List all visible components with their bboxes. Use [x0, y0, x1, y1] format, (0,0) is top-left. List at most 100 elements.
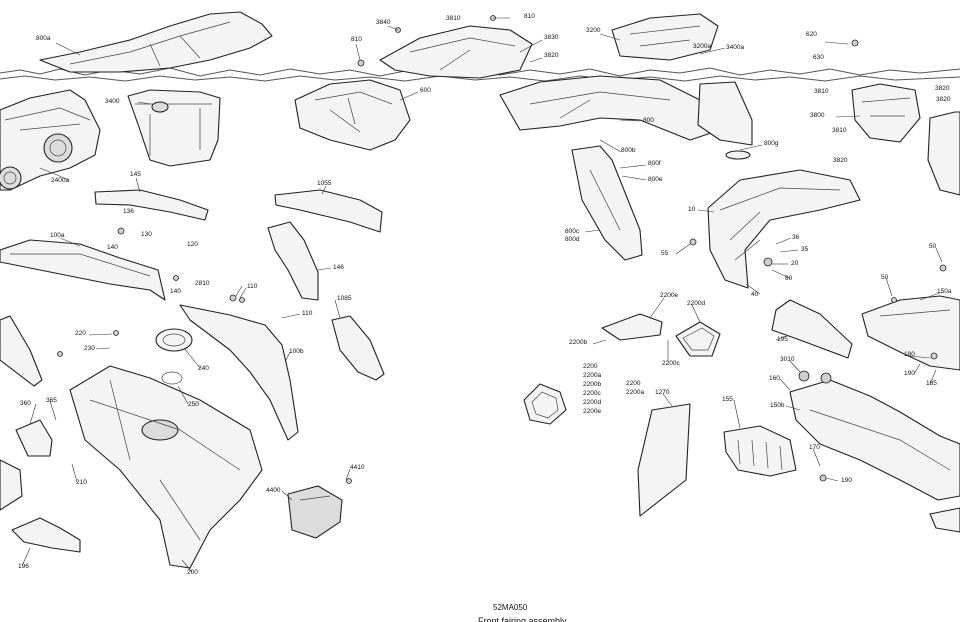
stack-item: 2200e [583, 408, 602, 415]
part-left-fragments [0, 315, 43, 511]
callout-60: 60 [785, 275, 793, 282]
callout-150b: 150b [770, 402, 785, 409]
part-2200-lower-mirror [523, 383, 567, 425]
part-155-vent [723, 425, 797, 477]
callout-146: 146 [333, 264, 344, 271]
callout-3830: 3830 [544, 34, 559, 41]
part-800c-side-bracket [571, 145, 643, 261]
callout-230: 230 [84, 345, 95, 352]
callout-3200: 3200 [586, 27, 601, 34]
callout-110: 110 [302, 310, 313, 317]
callout-810: 810 [524, 13, 535, 20]
callout-110: 110 [247, 283, 258, 290]
stack-item: 2200 [583, 363, 598, 370]
callout-160: 160 [769, 375, 780, 382]
part-1270-windscreen-panel [637, 403, 691, 517]
callout-800g: 800g [764, 140, 779, 147]
callout-3820: 3820 [936, 96, 951, 103]
callout-120: 120 [187, 241, 198, 248]
part-195-side-strip [771, 299, 853, 359]
callout-180: 180 [904, 351, 915, 358]
part-1055-trim-strip [274, 189, 383, 233]
callout-200: 200 [187, 569, 198, 576]
part-1085-trim [331, 315, 385, 381]
callout-50: 50 [929, 243, 937, 250]
callout-1055: 1055 [317, 180, 332, 187]
callout-3820: 3820 [544, 52, 559, 59]
callout-800f: 800f [648, 160, 661, 167]
callout-3810: 3810 [814, 88, 829, 95]
part-200-lower-tub [69, 365, 263, 569]
part-150a-right-panel [861, 295, 960, 371]
part-150b-right-lower-panel [789, 379, 960, 501]
callout-3800: 3800 [810, 112, 825, 119]
callout-155: 155 [722, 396, 733, 403]
part-3400-storage-bin [127, 89, 221, 167]
part-600-dash-panel [294, 79, 411, 151]
callout-800a: 800a [36, 35, 51, 42]
part-3200-glovebox [611, 13, 719, 61]
callout-2200c: 2200c [662, 360, 680, 367]
callout-3400: 3400 [105, 98, 120, 105]
callout-4400: 4400 [266, 487, 281, 494]
part-800a-upper-fairing [39, 11, 273, 73]
part-240-ring [155, 328, 193, 352]
callout-810: 810 [351, 36, 362, 43]
callout-3200a: 3200a [693, 43, 712, 50]
part-800g-side-fin [697, 81, 753, 160]
cut-off-caption: Front fairing assembly [478, 617, 567, 622]
callout-100b: 100b [289, 348, 304, 355]
callout-630: 630 [813, 54, 824, 61]
callout-136: 136 [123, 208, 134, 215]
stack-item: 2200d [583, 399, 602, 406]
callout-4410: 4410 [350, 464, 365, 471]
part-2200-mirror-frame [601, 313, 721, 357]
callout-145: 145 [130, 171, 141, 178]
stack-item: 2200c [583, 390, 601, 397]
callout-55: 55 [661, 250, 669, 257]
stack-item: 2200b [583, 381, 602, 388]
part-4400-module [287, 485, 343, 539]
part-2400a-headlamp-assembly [0, 89, 101, 191]
callout-150a: 150a [937, 288, 952, 295]
part-196-lower-trim [11, 517, 81, 553]
part-100a-side-panel [0, 239, 166, 301]
callout-800c: 800c [565, 228, 580, 235]
callout-800d: 800d [565, 236, 580, 243]
hardware-fasteners [57, 15, 947, 484]
part-800-center-fairing [499, 75, 721, 141]
callout-2200b: 2200b [569, 339, 588, 346]
drawing-reference-code: 52MA050 [493, 603, 528, 612]
callout-3400a: 3400a [726, 44, 745, 51]
stack-item: 2200 [626, 380, 641, 387]
callout-220: 220 [75, 330, 86, 337]
part-10-front-nose [707, 169, 861, 289]
callout-3820: 3820 [935, 85, 950, 92]
callout-3810: 3810 [446, 15, 461, 22]
callout-3810: 3810 [832, 127, 847, 134]
callout-2200e: 2200e [660, 292, 679, 299]
callout-10: 10 [688, 206, 696, 213]
callout-2400a: 2400a [51, 177, 70, 184]
part-right-edge-fragment [929, 507, 960, 533]
callout-210: 210 [76, 479, 87, 486]
callout-36: 36 [792, 234, 800, 241]
callout-3010: 3010 [780, 356, 795, 363]
part-3800-right-cowl [851, 83, 960, 196]
callout-1270: 1270 [655, 389, 670, 396]
part-100b-side-panel [179, 304, 299, 441]
callout-3820: 3820 [833, 157, 848, 164]
part-146-side-panel [267, 221, 319, 301]
callout-195: 195 [777, 336, 788, 343]
callout-365: 365 [46, 397, 57, 404]
callout-190: 190 [904, 370, 915, 377]
callout-240: 240 [198, 365, 209, 372]
callout-140: 140 [170, 288, 181, 295]
stack-item: 2200a [583, 372, 602, 379]
part-145-trim-strip [94, 189, 209, 221]
callout-50: 50 [881, 274, 889, 281]
callout-40: 40 [751, 291, 759, 298]
callout-130: 130 [141, 231, 152, 238]
callout-leader-lines [21, 17, 943, 573]
